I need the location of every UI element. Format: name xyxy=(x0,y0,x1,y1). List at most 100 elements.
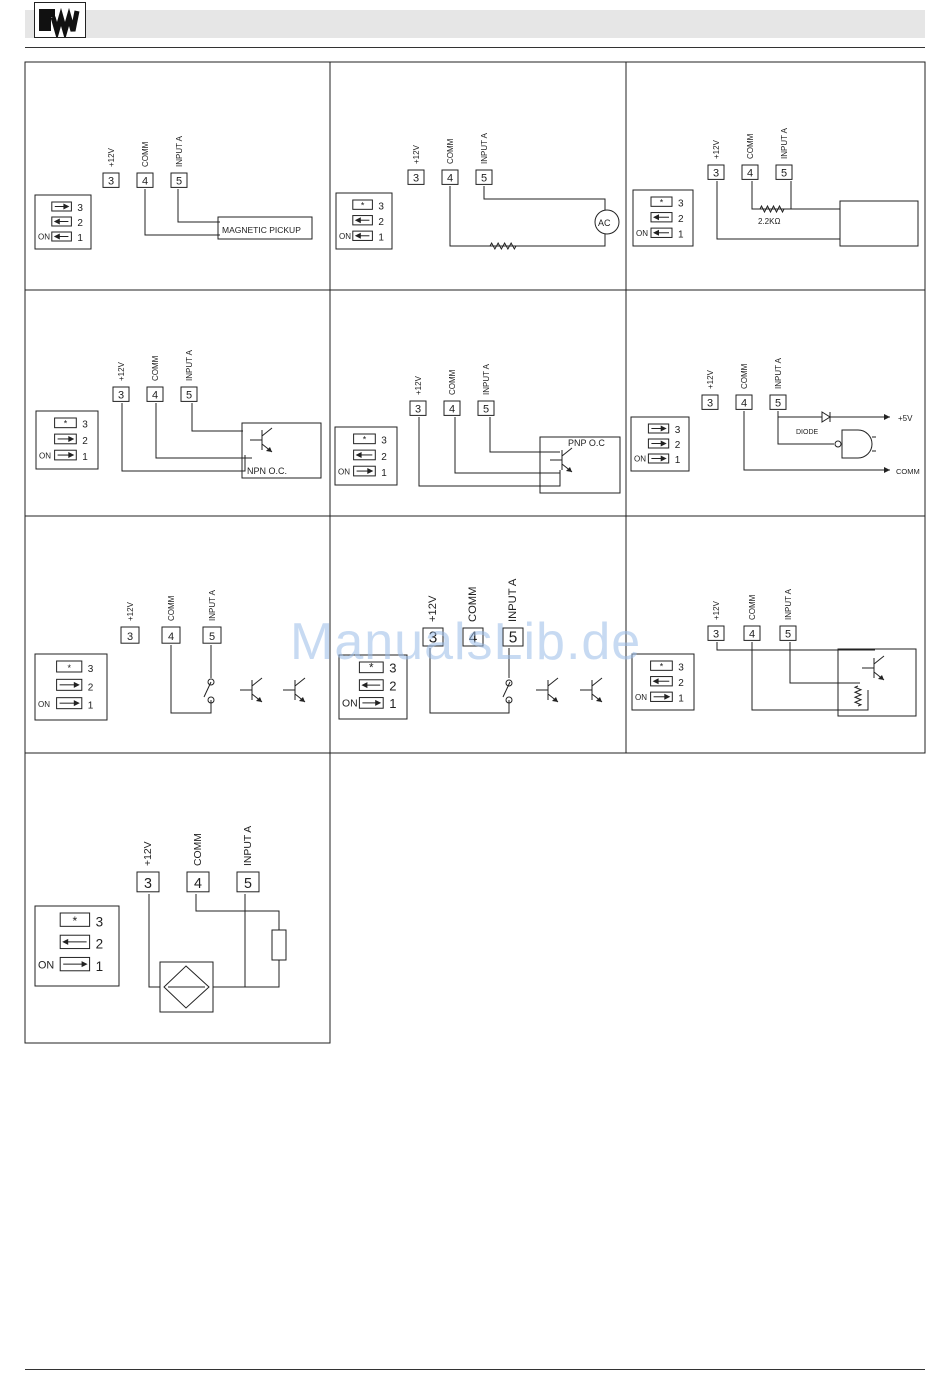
terminal-label: +12V xyxy=(126,601,135,621)
brand-logo xyxy=(34,2,86,41)
terminal-box xyxy=(443,400,461,416)
terminal-label: +12V xyxy=(143,841,154,866)
switch-slot xyxy=(352,215,373,226)
terminal-box xyxy=(186,871,210,893)
terminal-box xyxy=(502,627,524,647)
terminal-box xyxy=(441,169,459,185)
switch-on-label: ON xyxy=(636,229,648,238)
dip-switch-frame xyxy=(34,653,108,721)
wire xyxy=(170,645,212,714)
wire xyxy=(449,186,606,247)
switch-arrow-head xyxy=(68,452,75,459)
transistor-arrow xyxy=(566,467,572,472)
switch-number: 3 xyxy=(675,425,681,436)
switch-arrow-head xyxy=(653,214,659,221)
switch-number: 2 xyxy=(77,218,83,229)
terminal-number: 3 xyxy=(144,876,152,892)
arrow-head xyxy=(884,414,890,420)
transistor-arrow xyxy=(878,675,884,680)
wire xyxy=(148,894,160,988)
terminal-box xyxy=(775,164,793,180)
switch-arrow-head xyxy=(354,217,361,224)
switch-arrow-head xyxy=(375,699,382,706)
coil-icon xyxy=(853,685,863,707)
header-bar xyxy=(25,10,925,38)
terminal-box xyxy=(743,625,761,641)
terminal-label: +12V xyxy=(712,600,721,620)
resistor xyxy=(489,241,517,251)
bridge-diamond-icon xyxy=(163,965,210,1009)
transistor-arrow xyxy=(256,697,262,702)
transistor-icon xyxy=(580,677,603,703)
switch-star: * xyxy=(369,662,374,675)
terminal-box xyxy=(769,394,787,410)
pnp-box xyxy=(539,436,621,494)
switch-slot xyxy=(59,934,91,950)
wire xyxy=(489,417,560,453)
npn-box xyxy=(241,422,322,479)
switch-star: * xyxy=(660,197,664,207)
dip-switch-frame xyxy=(34,194,92,250)
switch-number: 3 xyxy=(88,664,94,675)
terminal-number: 3 xyxy=(127,631,133,643)
switch-slot xyxy=(352,230,373,241)
terminal-label: COMM xyxy=(448,369,457,395)
device-label: NPN O.C. xyxy=(247,466,287,476)
wire xyxy=(418,417,561,487)
panel-frame xyxy=(24,515,331,754)
terminal-label: +12V xyxy=(706,369,715,389)
switch-number: 1 xyxy=(678,693,684,704)
switch-number: 3 xyxy=(77,203,83,214)
dip-switch-frame xyxy=(35,410,99,470)
terminal-number: 5 xyxy=(186,390,192,402)
terminal-box xyxy=(477,400,495,416)
wire xyxy=(751,181,840,210)
terminal-box xyxy=(707,164,725,180)
transistor-arrow xyxy=(299,697,305,702)
switch-number: 2 xyxy=(678,214,684,225)
terminal-label: COMM xyxy=(167,595,176,621)
switch-number: 1 xyxy=(82,452,88,463)
wire xyxy=(743,411,890,471)
terminal-label: COMM xyxy=(141,141,150,167)
sensor-box xyxy=(839,200,919,247)
panel-frame xyxy=(329,61,627,291)
wire xyxy=(191,403,243,432)
switch-arrow-head xyxy=(73,681,80,688)
transistor-collector xyxy=(591,677,603,687)
terminal-label: +12V xyxy=(414,375,423,395)
terminal-box xyxy=(236,871,260,893)
transistor-collector xyxy=(294,677,306,687)
terminal-box xyxy=(136,172,154,188)
switch-contact xyxy=(207,678,215,686)
switch-arrow-head xyxy=(660,425,667,432)
header-rule xyxy=(25,47,925,48)
terminal-label: INPUT A xyxy=(208,589,217,621)
terminal-label: +12V xyxy=(712,139,721,159)
bridge-box xyxy=(159,961,214,1013)
device-label: PNP O.C xyxy=(568,438,605,448)
switch-slot xyxy=(353,433,376,445)
switch-number: 2 xyxy=(675,440,681,451)
transistor-icon xyxy=(240,677,263,703)
wire xyxy=(716,181,840,240)
terminal-number: 5 xyxy=(209,631,215,643)
switch-slot xyxy=(358,697,384,709)
terminal-box xyxy=(735,394,753,410)
switch-star: * xyxy=(67,663,71,673)
diode-icon xyxy=(821,411,831,423)
switch-slot xyxy=(647,438,670,449)
terminal-number: 3 xyxy=(707,398,713,410)
terminal-label: +12V xyxy=(427,595,439,622)
dip-switch-frame xyxy=(338,654,408,720)
switch-number: 1 xyxy=(389,696,396,711)
terminal-number: 3 xyxy=(118,390,124,402)
